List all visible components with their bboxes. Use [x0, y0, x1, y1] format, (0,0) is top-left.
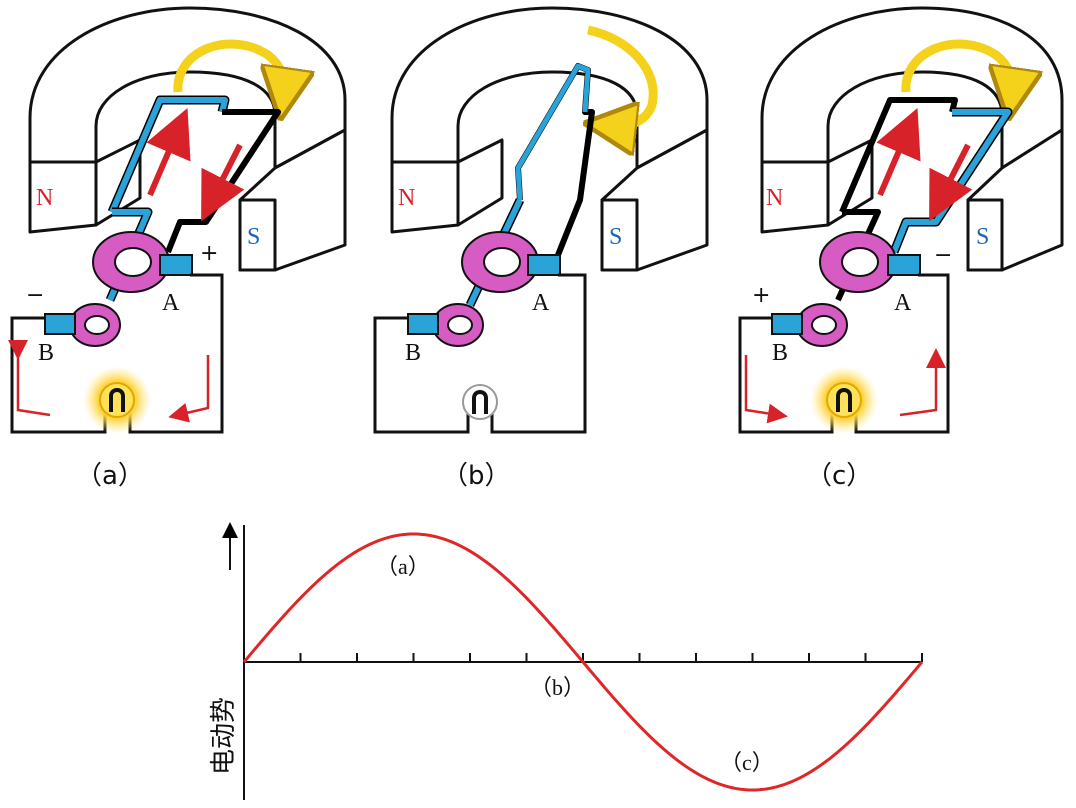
brush-a	[887, 254, 921, 276]
rotation-arrow-icon	[173, 39, 285, 94]
south-pole-label: S	[609, 224, 622, 250]
sign-a: −	[934, 243, 952, 268]
current-arrow-icon	[146, 107, 191, 197]
label-a: A	[894, 290, 912, 316]
south-pole-label: S	[976, 224, 989, 250]
label-b: B	[38, 340, 54, 366]
sign-b: +	[752, 283, 770, 308]
brush-a	[527, 254, 561, 276]
slip-ring-b	[796, 303, 848, 347]
south-pole-label: S	[247, 224, 260, 250]
marker-a: （a）	[376, 554, 430, 579]
label-b: B	[405, 340, 421, 366]
y-axis-label: 电动势	[209, 697, 239, 775]
emf-curve	[242, 532, 924, 792]
coil	[105, 95, 281, 302]
external-circuit	[373, 273, 587, 434]
label-b: B	[772, 340, 788, 366]
x-axis-ticks	[299, 653, 923, 662]
marker-b: （b）	[530, 675, 585, 700]
north-pole-label: N	[398, 185, 415, 211]
circuit-current-arrow-icon	[168, 355, 210, 423]
coil	[835, 97, 1013, 302]
lamp-off-icon	[462, 384, 498, 420]
brush-b	[407, 313, 439, 335]
marker-c: （c）	[720, 750, 774, 775]
lamp-lit-icon	[810, 366, 878, 434]
panel-b: N S A B （b）	[373, 6, 709, 491]
sign-a: +	[200, 241, 218, 266]
lamp-lit-icon	[83, 366, 151, 434]
north-pole-label: N	[36, 185, 53, 211]
sign-b: −	[26, 283, 44, 308]
horseshoe-magnet	[390, 6, 709, 272]
slip-ring-a	[461, 231, 539, 293]
horseshoe-magnet	[28, 6, 347, 272]
slip-ring-a	[92, 231, 170, 293]
current-arrow-icon	[876, 107, 921, 197]
horseshoe-magnet	[760, 6, 1064, 272]
slip-ring-b	[69, 303, 121, 347]
circuit-current-arrow-icon	[744, 355, 788, 424]
circuit-current-arrow-icon	[8, 340, 51, 417]
caption-c: （c）	[806, 461, 872, 491]
circuit-current-arrow-icon	[899, 348, 946, 417]
rotation-arrow-icon	[901, 39, 1013, 94]
emf-graph: （a） （b） （c） 电动势	[209, 522, 924, 800]
slip-ring-a	[819, 231, 897, 293]
caption-a: （a）	[76, 461, 144, 491]
brush-b	[44, 313, 76, 335]
slip-ring-b	[432, 303, 484, 347]
panel-c: N S −	[738, 6, 1064, 491]
panel-a: N S	[8, 6, 347, 491]
brush-b	[771, 313, 803, 335]
label-a: A	[162, 290, 180, 316]
current-arrow-icon	[929, 143, 973, 222]
brush-a	[159, 254, 193, 276]
north-pole-label: N	[766, 185, 783, 211]
current-arrow-icon	[201, 143, 245, 222]
caption-b: （b）	[442, 461, 511, 491]
rotation-arrow-icon	[588, 25, 658, 126]
label-a: A	[532, 290, 550, 316]
